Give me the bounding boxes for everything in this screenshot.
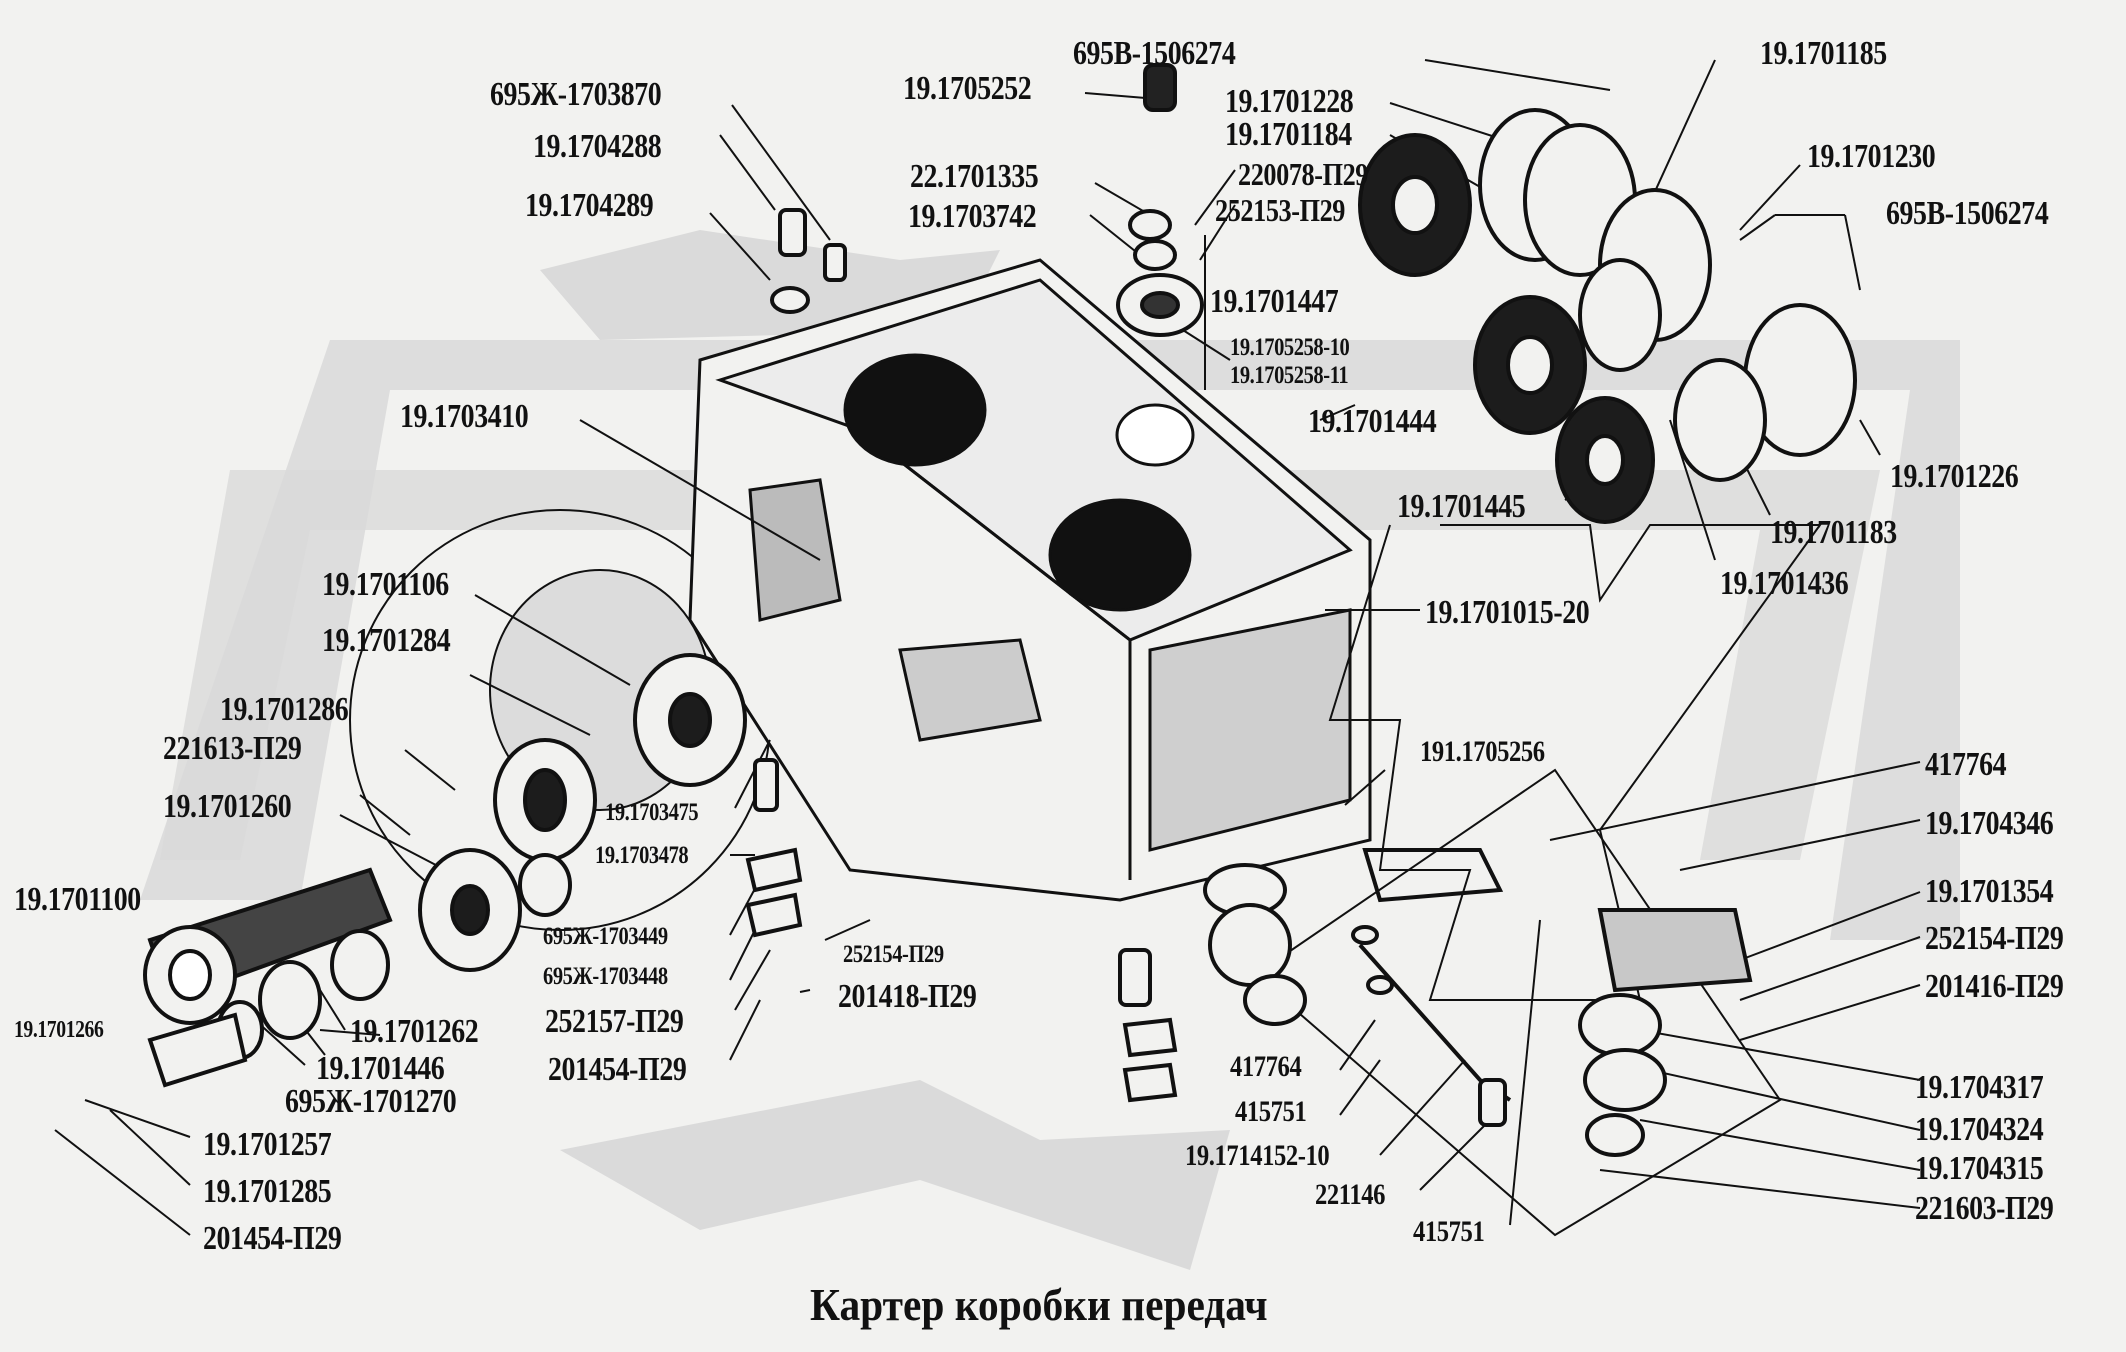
part-label: 191.1705256 bbox=[1420, 735, 1545, 768]
part-label: 220078-П29 bbox=[1238, 156, 1369, 192]
part-label: 19.1701100 bbox=[14, 881, 141, 918]
part-label: 695Ж-1703870 bbox=[490, 76, 662, 113]
part-label: 19.1703742 bbox=[908, 198, 1037, 235]
part-label: 201416-П29 bbox=[1925, 968, 2064, 1005]
part-label: 19.1701444 bbox=[1308, 403, 1437, 440]
part-label: 19.1701284 bbox=[322, 622, 451, 659]
part-label: 19.1701286 bbox=[220, 691, 349, 728]
part-label: 19.1701106 bbox=[322, 566, 449, 603]
part-label: 19.1705258-11 bbox=[1230, 362, 1349, 389]
part-label: 19.1701230 bbox=[1807, 138, 1936, 175]
part-label: 417764 bbox=[1230, 1050, 1302, 1083]
part-label: 19.1704289 bbox=[525, 187, 654, 224]
part-label: 695Ж-1703448 bbox=[543, 963, 668, 990]
part-label: 19.1701184 bbox=[1225, 116, 1352, 153]
part-label: 19.1701266 bbox=[14, 1017, 104, 1043]
part-label: 19.1701354 bbox=[1925, 873, 2054, 910]
part-label: 19.1704315 bbox=[1915, 1150, 2044, 1187]
part-label: 221603-П29 bbox=[1915, 1190, 2054, 1227]
part-label: 221613-П29 bbox=[163, 730, 302, 767]
part-label: 19.1704346 bbox=[1925, 805, 2054, 842]
part-label: 415751 bbox=[1235, 1095, 1307, 1128]
part-label: 221146 bbox=[1315, 1178, 1385, 1211]
part-label: 19.1701445 bbox=[1397, 488, 1526, 525]
part-label: 19.1703478 bbox=[595, 842, 689, 869]
part-label: 695В-1506274 bbox=[1886, 195, 2049, 232]
part-label: 19.1705252 bbox=[903, 70, 1032, 107]
part-label: 252157-П29 bbox=[545, 1003, 684, 1040]
diagram-title: Картер коробки передач bbox=[810, 1279, 1268, 1330]
part-label: 19.1701436 bbox=[1720, 565, 1849, 602]
part-label: 19.1701228 bbox=[1225, 83, 1354, 120]
part-label: 19.1701226 bbox=[1890, 458, 2019, 495]
gearbox-housing bbox=[688, 258, 1372, 902]
part-label: 19.1704288 bbox=[533, 128, 662, 165]
part-label: 19.1704324 bbox=[1915, 1111, 2044, 1148]
part-label: 19.1701285 bbox=[203, 1173, 332, 1210]
part-label: 19.1701015-20 bbox=[1425, 594, 1590, 631]
part-label: 695Ж-1701270 bbox=[285, 1083, 457, 1120]
part-label: 252154-П29 bbox=[1925, 920, 2064, 957]
part-label: 201454-П29 bbox=[203, 1220, 342, 1257]
parts bbox=[143, 63, 1857, 1157]
part-label: 19.1701260 bbox=[163, 788, 292, 825]
part-label: 201418-П29 bbox=[838, 978, 977, 1015]
part-label: 19.1703410 bbox=[400, 398, 529, 435]
part-label: 19.1701185 bbox=[1760, 35, 1887, 72]
part-label: 19.1701446 bbox=[316, 1050, 445, 1087]
part-label: 19.1704317 bbox=[1915, 1069, 2044, 1106]
part-label: 19.1701447 bbox=[1210, 283, 1339, 320]
part-label: 252153-П29 bbox=[1215, 192, 1346, 228]
part-label: 695В-1506274 bbox=[1073, 35, 1236, 72]
part-label: 415751 bbox=[1413, 1215, 1485, 1248]
part-label: 201454-П29 bbox=[548, 1051, 687, 1088]
part-label: 22.1701335 bbox=[910, 158, 1039, 195]
part-label: 19.1701183 bbox=[1770, 514, 1897, 551]
part-label: 417764 bbox=[1925, 746, 2007, 783]
part-label: 19.1705258-10 bbox=[1230, 334, 1350, 361]
part-label: 19.1701262 bbox=[350, 1013, 479, 1050]
part-label: 19.1701257 bbox=[203, 1126, 332, 1163]
part-label: 252154-П29 bbox=[843, 941, 944, 968]
part-label: 19.1714152-10 bbox=[1185, 1139, 1330, 1172]
part-label: 695Ж-1703449 bbox=[543, 923, 668, 950]
part-label: 19.1703475 bbox=[605, 799, 699, 826]
